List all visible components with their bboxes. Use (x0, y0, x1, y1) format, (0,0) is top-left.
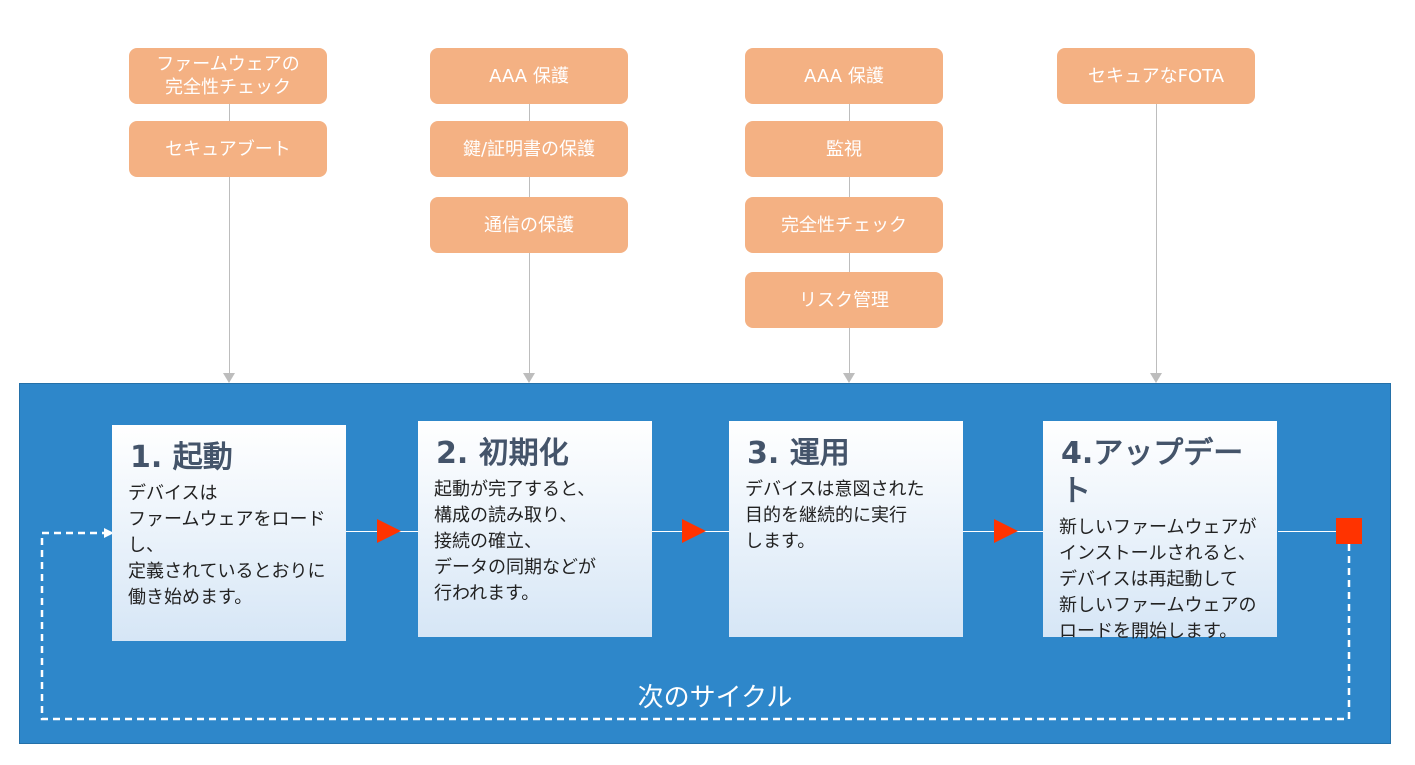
step-boot: 1. 起動 デバイスは ファームウェアをロードし、 定義されているとおりに 働き… (112, 425, 346, 641)
connector-boot (229, 104, 230, 374)
flow-arrow-2 (682, 519, 706, 543)
step-operation-title: 3. 運用 (747, 436, 850, 471)
tag-secure-fota: セキュアなFOTA (1057, 48, 1255, 104)
step-update-desc: 新しいファームウェアが インストールされると、 デバイスは再起動して 新しいファ… (1059, 517, 1257, 642)
tag-monitoring: 監視 (745, 121, 943, 177)
flow-line-4-end (1278, 531, 1336, 532)
connector-upd-arrow (1150, 373, 1162, 383)
next-cycle-label: 次のサイクル (637, 683, 793, 713)
flow-end-marker (1336, 518, 1362, 544)
step-initialize: 2. 初期化 起動が完了すると、 構成の読み取り、 接続の確立、 データの同期な… (418, 421, 652, 637)
step-boot-title: 1. 起動 (130, 440, 233, 475)
tag-comm-protection: 通信の保護 (430, 197, 628, 253)
tag-risk-management: リスク管理 (745, 272, 943, 328)
step-initialize-title: 2. 初期化 (436, 436, 569, 471)
connector-op-arrow (843, 373, 855, 383)
tag-op-aaa: AAA 保護 (745, 48, 943, 104)
flow-arrow-1 (377, 519, 401, 543)
step-operation: 3. 運用 デバイスは意図された 目的を継続的に実行 します。 (729, 421, 963, 637)
step-update-title: 4.アップデート (1061, 436, 1244, 509)
tag-firmware-integrity: ファームウェアの 完全性チェック (129, 48, 327, 104)
step-operation-desc: デバイスは意図された 目的を継続的に実行 します。 (745, 479, 925, 552)
step-update: 4.アップデート 新しいファームウェアが インストールされると、 デバイスは再起… (1043, 421, 1277, 642)
step-boot-desc: デバイスは ファームウェアをロードし、 定義されているとおりに 働き始めます。 (128, 483, 326, 608)
tag-secure-boot: セキュアブート (129, 121, 327, 177)
connector-upd (1156, 104, 1157, 374)
connector-boot-arrow (223, 373, 235, 383)
connector-init-arrow (523, 373, 535, 383)
step-initialize-desc: 起動が完了すると、 構成の読み取り、 接続の確立、 データの同期などが 行われま… (434, 479, 596, 604)
flow-arrow-3 (994, 519, 1018, 543)
tag-key-protection: 鍵/証明書の保護 (430, 121, 628, 177)
tag-init-aaa: AAA 保護 (430, 48, 628, 104)
tag-integrity-check: 完全性チェック (745, 197, 943, 253)
